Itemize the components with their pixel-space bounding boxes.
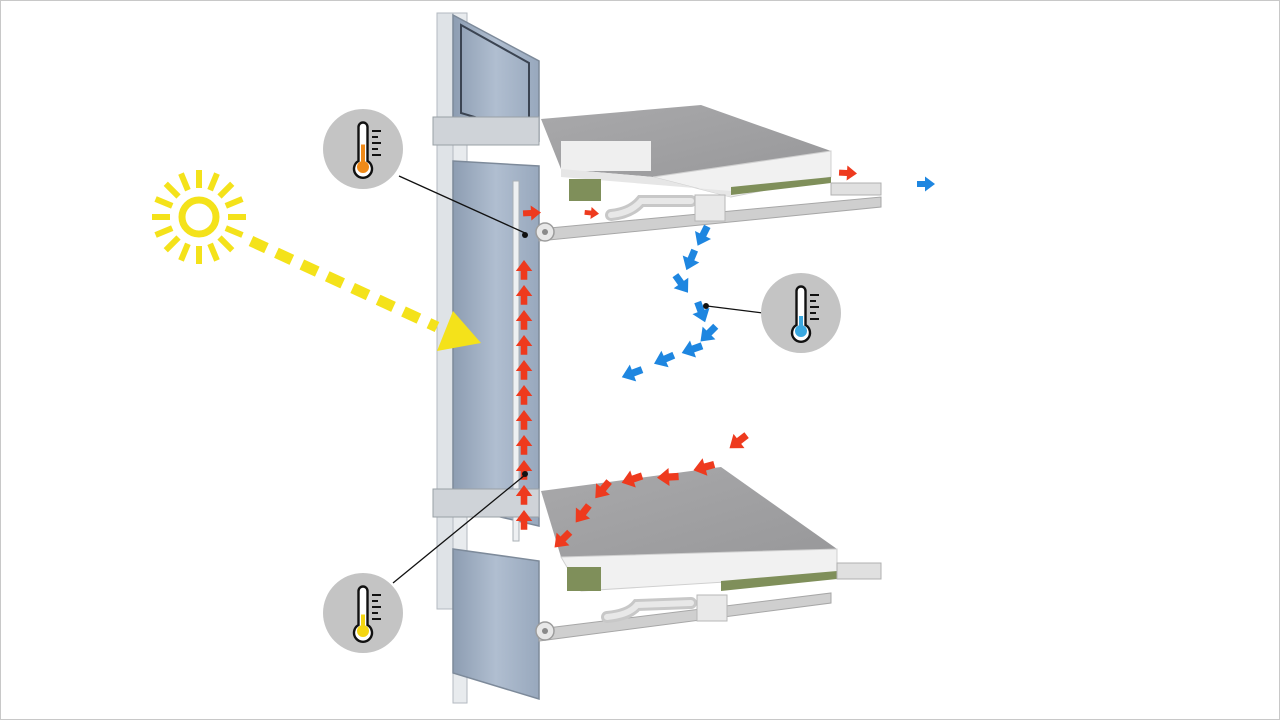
lower-fan-hub — [542, 628, 548, 634]
warm-air-arrow — [515, 485, 533, 505]
warm-air-arrow — [657, 468, 679, 486]
thermometer-bulb — [795, 325, 807, 337]
leader-line-cool — [706, 305, 764, 314]
warm-air-arrow — [515, 460, 533, 480]
cool-air-arrow — [681, 340, 704, 358]
lower-insulation-block — [567, 567, 601, 591]
facade-outer-skin — [432, 12, 540, 704]
cool-air-arrow — [700, 323, 719, 342]
inner-sash-frame — [512, 180, 520, 542]
sun-ray — [217, 181, 235, 199]
sensor-leaders — [392, 175, 764, 584]
sun-ray — [163, 235, 181, 253]
warm-air-arrow — [584, 207, 599, 219]
cool-air-arrow — [654, 350, 676, 368]
warm-air-arrow — [515, 310, 533, 330]
upper-insulation-strip — [731, 177, 831, 195]
lower-duct-box — [696, 594, 728, 622]
sun-ray — [224, 225, 244, 238]
thermometer-warm — [323, 109, 403, 189]
warm-air-arrow — [522, 205, 541, 221]
sun-ray — [178, 172, 191, 192]
warm-air-arrow — [515, 510, 533, 530]
thermometer-bulb — [357, 161, 369, 173]
cool-air-intake-arrow — [917, 176, 935, 192]
warm-air-arrow — [595, 479, 612, 499]
warm-air-arrow — [515, 285, 533, 305]
warm-air-arrow — [554, 529, 573, 548]
outer-mullion — [436, 12, 454, 610]
sensor-point-cool — [703, 303, 709, 309]
sun-ray — [207, 172, 220, 192]
thermometer-level — [361, 614, 365, 629]
thermometer-sun — [323, 573, 403, 653]
thermometer-icon — [352, 121, 381, 179]
warm-air-exhaust-arrow — [838, 165, 857, 181]
sun-ray — [224, 196, 244, 209]
warm-air-arrow — [515, 410, 533, 430]
lower-floor-slab — [535, 467, 882, 642]
warm-air-arrow — [575, 503, 592, 523]
sun-ray — [154, 196, 174, 209]
thermometer-icon — [352, 585, 381, 643]
solar-ray-arrowhead — [437, 311, 481, 351]
warm-air-arrow — [515, 385, 533, 405]
upper-slab-cutout — [561, 141, 651, 171]
sun-ray — [163, 181, 181, 199]
sensor-point-sun — [522, 471, 528, 477]
leader-line-warm — [398, 175, 526, 234]
warm-air-arrow — [515, 260, 533, 280]
lower-slab-top — [541, 467, 837, 557]
warm-air-arrow — [515, 435, 533, 455]
upper-duct-box — [694, 194, 726, 222]
warm-air-arrow — [621, 470, 644, 488]
lower-slab-lip — [836, 562, 882, 580]
sun-ray — [178, 242, 191, 262]
warm-air-arrow — [693, 458, 716, 476]
cool-air-arrow — [695, 224, 711, 246]
solar-radiation-arrow — [248, 236, 481, 351]
sun-ray — [207, 242, 220, 262]
warm-air-arrow — [515, 360, 533, 380]
lower-insulation-strip — [721, 571, 837, 591]
sensor-point-warm — [522, 232, 528, 238]
cool-air-arrow — [692, 300, 710, 323]
cool-air-arrow — [672, 273, 689, 293]
thermometer-bulb — [357, 625, 369, 637]
thermometer-level — [799, 316, 803, 329]
upper-slab-side — [561, 169, 731, 197]
thermometer-level — [361, 144, 365, 165]
warm-air-arrow — [515, 335, 533, 355]
upper-fan-hub — [542, 229, 548, 235]
upper-transom — [432, 116, 540, 146]
upper-duct-highlight — [608, 198, 694, 218]
warm-air-arrow — [729, 432, 749, 449]
warm-airflow — [515, 165, 857, 548]
sun-icon — [152, 170, 246, 264]
sun-disc — [178, 196, 220, 238]
upper-floor-slab — [535, 105, 882, 242]
thermometer-cool — [761, 273, 841, 353]
sun-ray — [154, 225, 174, 238]
sun-ray — [217, 235, 235, 253]
cool-air-arrow — [682, 248, 700, 271]
leader-line-sun — [392, 474, 526, 584]
upper-insulation-block — [569, 179, 601, 201]
lower-glass-pane — [452, 548, 540, 701]
lower-duct-highlight — [604, 600, 694, 620]
solar-ray-dashes — [248, 236, 440, 332]
lower-slab-edge — [560, 548, 838, 592]
cool-air-arrow — [621, 364, 644, 382]
cool-airflow — [621, 176, 935, 382]
upper-slab-lip — [830, 182, 882, 196]
thermometer-icon — [790, 285, 819, 343]
